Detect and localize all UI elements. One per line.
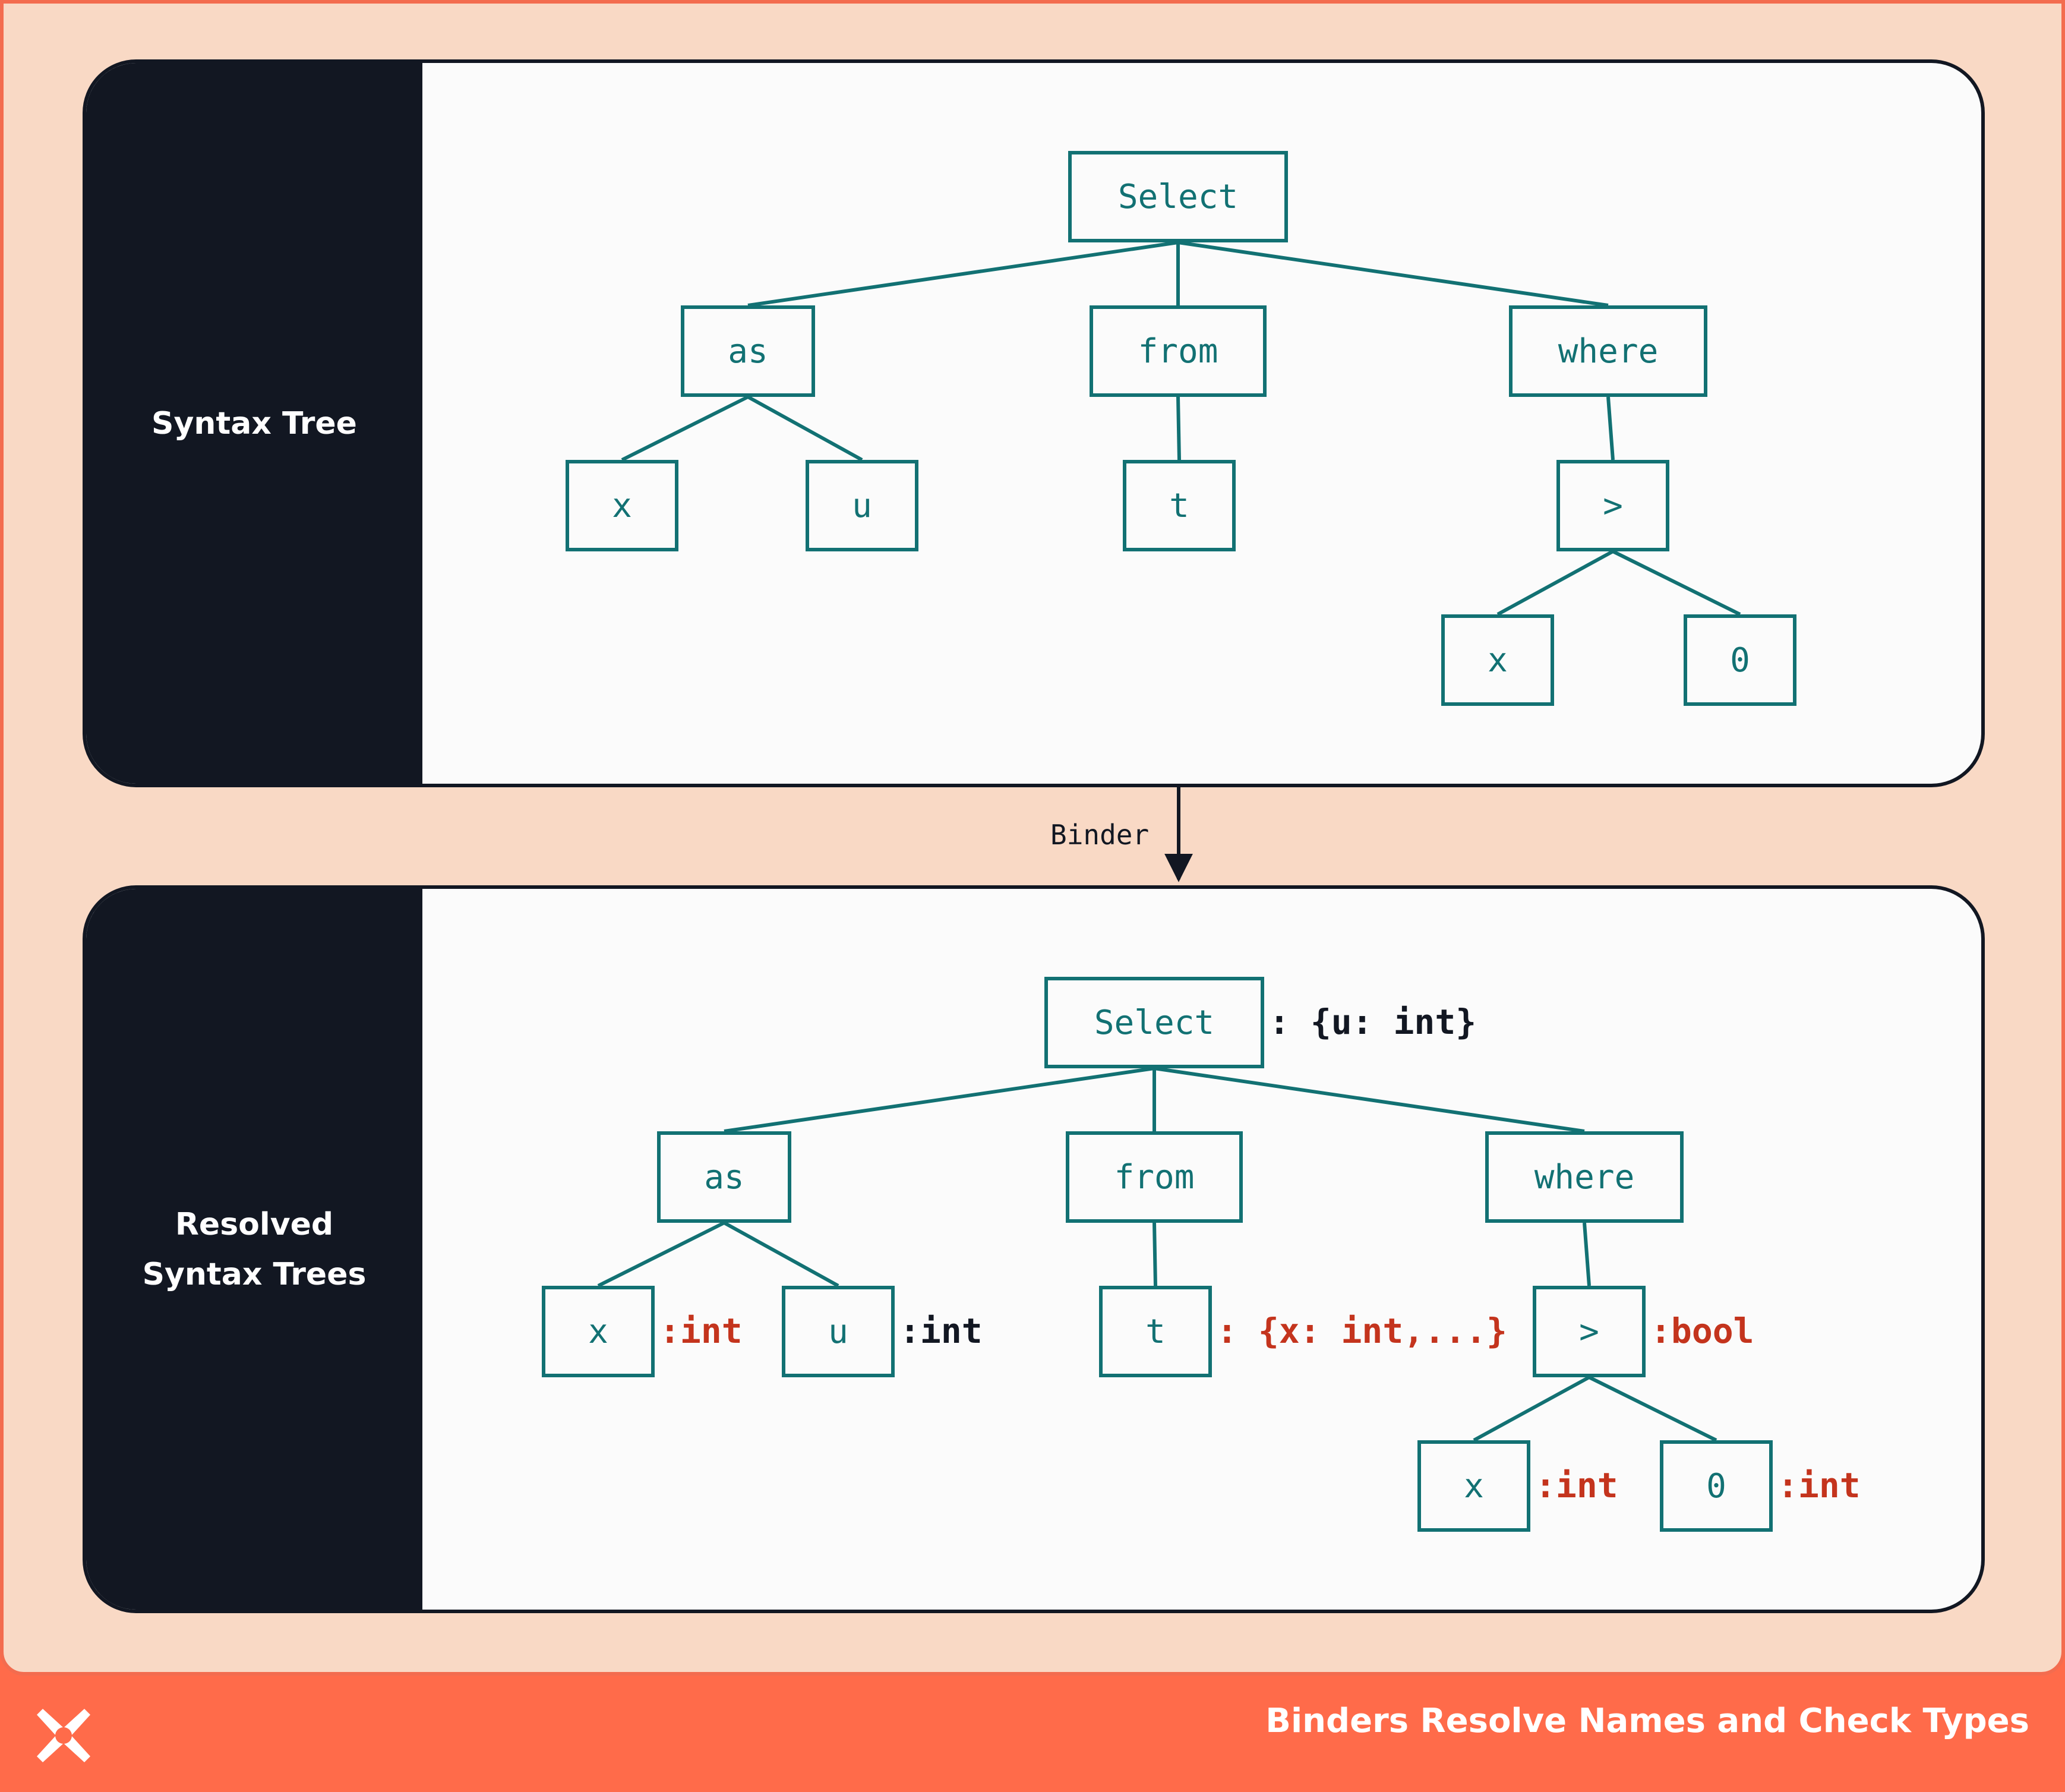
type-annotation-x2: :int	[1535, 1465, 1618, 1506]
tree-node-x: x	[542, 1286, 655, 1377]
panel-sidebar: Resolved Syntax Trees	[86, 889, 422, 1610]
tree-node-t: t	[1123, 460, 1236, 551]
panel-sidebar: Syntax Tree	[86, 63, 422, 784]
tree-node-zero: 0	[1660, 1440, 1773, 1532]
tree-node-from: from	[1066, 1131, 1243, 1223]
type-annotation-u: :int	[899, 1311, 983, 1351]
type-annotation-x: :int	[659, 1311, 743, 1351]
panel-label: Resolved Syntax Trees	[142, 1206, 367, 1292]
type-annotation-zero: :int	[1777, 1465, 1861, 1506]
tree-node-select: Select	[1044, 977, 1264, 1068]
tree-node-x2: x	[1441, 614, 1554, 706]
syntax-tree-panel: Syntax Tree	[83, 59, 1985, 787]
tree-node-from: from	[1090, 305, 1267, 397]
tree-node-zero: 0	[1684, 614, 1796, 706]
type-annotation-gt: :bool	[1650, 1311, 1754, 1351]
tree-node-as: as	[657, 1131, 791, 1223]
tree-node-u: u	[806, 460, 918, 551]
type-annotation-select: : {u: int}	[1269, 1002, 1477, 1042]
tree-node-select: Select	[1068, 151, 1288, 242]
tree-node-where: where	[1509, 305, 1707, 397]
tree-node-gt: >	[1556, 460, 1669, 551]
tree-node-where: where	[1485, 1131, 1684, 1223]
tree-node-gt: >	[1533, 1286, 1646, 1377]
footer-title: Binders Resolve Names and Check Types	[1265, 1702, 2029, 1740]
type-annotation-t: : {x: int,...}	[1217, 1311, 1507, 1351]
panel-label: Syntax Tree	[151, 405, 357, 441]
tree-node-x: x	[566, 460, 678, 551]
binder-label: Binder	[1050, 819, 1150, 851]
tree-node-as: as	[681, 305, 815, 397]
x-logo-icon	[37, 1709, 90, 1762]
tree-node-u: u	[782, 1286, 895, 1377]
tree-node-t: t	[1099, 1286, 1212, 1377]
tree-node-x2: x	[1417, 1440, 1530, 1532]
